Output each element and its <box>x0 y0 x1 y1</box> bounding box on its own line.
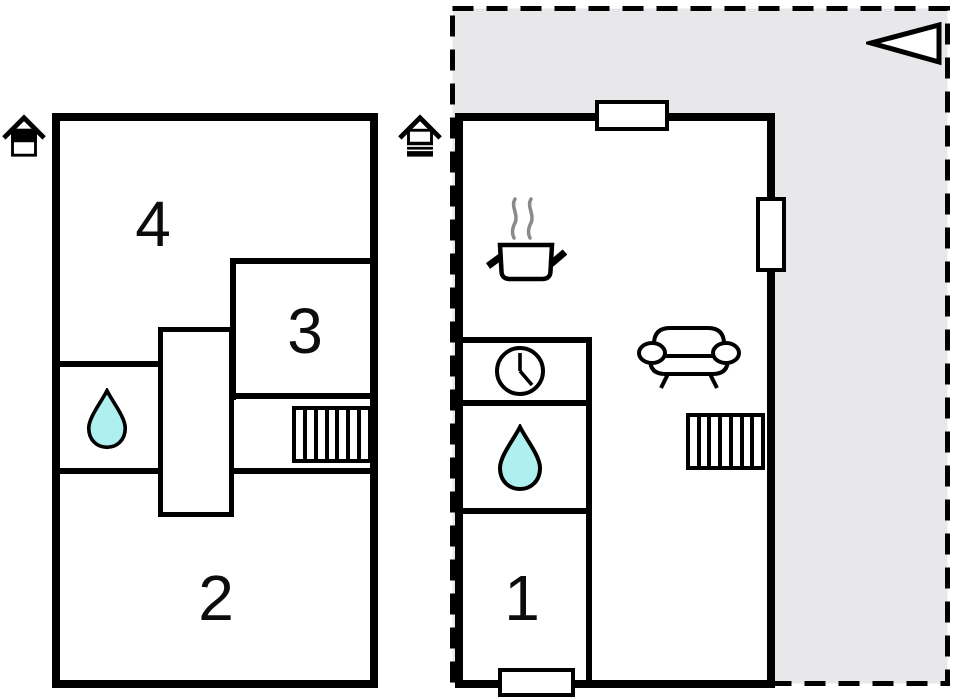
sofa-seat <box>648 358 730 376</box>
pot-body <box>497 242 555 282</box>
steam-line-right <box>526 197 534 240</box>
steam-line-left <box>510 197 518 240</box>
wall-bathroom-bottom <box>56 468 162 474</box>
staircase-icon-upper <box>292 406 372 463</box>
house-ground-floor-icon <box>398 114 442 157</box>
upper-floor-landing <box>158 327 234 517</box>
wall-room3-bottom <box>230 393 374 399</box>
house-upper-half-filled <box>11 128 37 143</box>
wall-left-column-right <box>586 337 592 688</box>
room-label-3: 3 <box>287 295 323 367</box>
clock-icon <box>495 346 545 396</box>
window-top <box>595 100 669 131</box>
water-drop-icon-ground <box>497 424 543 492</box>
room-label-2: 2 <box>198 562 234 634</box>
cooking-pot-steam-icon <box>485 197 568 282</box>
sofa-leg-left <box>659 373 670 389</box>
wall-stairroom-bottom <box>230 468 374 474</box>
sofa-back <box>652 326 726 358</box>
wall-bathroom-top <box>56 361 162 367</box>
water-drop-shape <box>86 388 128 450</box>
wall-clockroom-bottom <box>459 400 589 406</box>
door-bottom <box>498 668 575 697</box>
house-roof <box>2 114 46 140</box>
house-upper-floor-icon <box>2 114 46 157</box>
room-label-4: 4 <box>135 188 171 260</box>
house-roof <box>398 114 442 140</box>
sofa-armrest-left <box>637 341 667 365</box>
west-arrow-triangle <box>866 22 942 66</box>
sofa-icon <box>637 326 741 389</box>
pot-handle-right <box>548 249 568 267</box>
clock-hour-hand <box>518 369 534 387</box>
window-right <box>756 197 786 272</box>
west-arrow-icon <box>866 22 942 66</box>
staircase-icon-ground <box>686 413 765 470</box>
room-label-1: 1 <box>504 562 540 634</box>
wall-bathroom2-bottom <box>459 508 589 514</box>
water-drop-shape <box>497 424 543 492</box>
wall-clockroom-top <box>459 337 589 343</box>
sofa-leg-right <box>708 373 719 389</box>
wall-room3-top <box>230 258 374 264</box>
water-drop-icon-upper <box>86 388 128 450</box>
sofa-armrest-right <box>711 341 741 365</box>
house-lower-half-filled <box>407 141 433 156</box>
